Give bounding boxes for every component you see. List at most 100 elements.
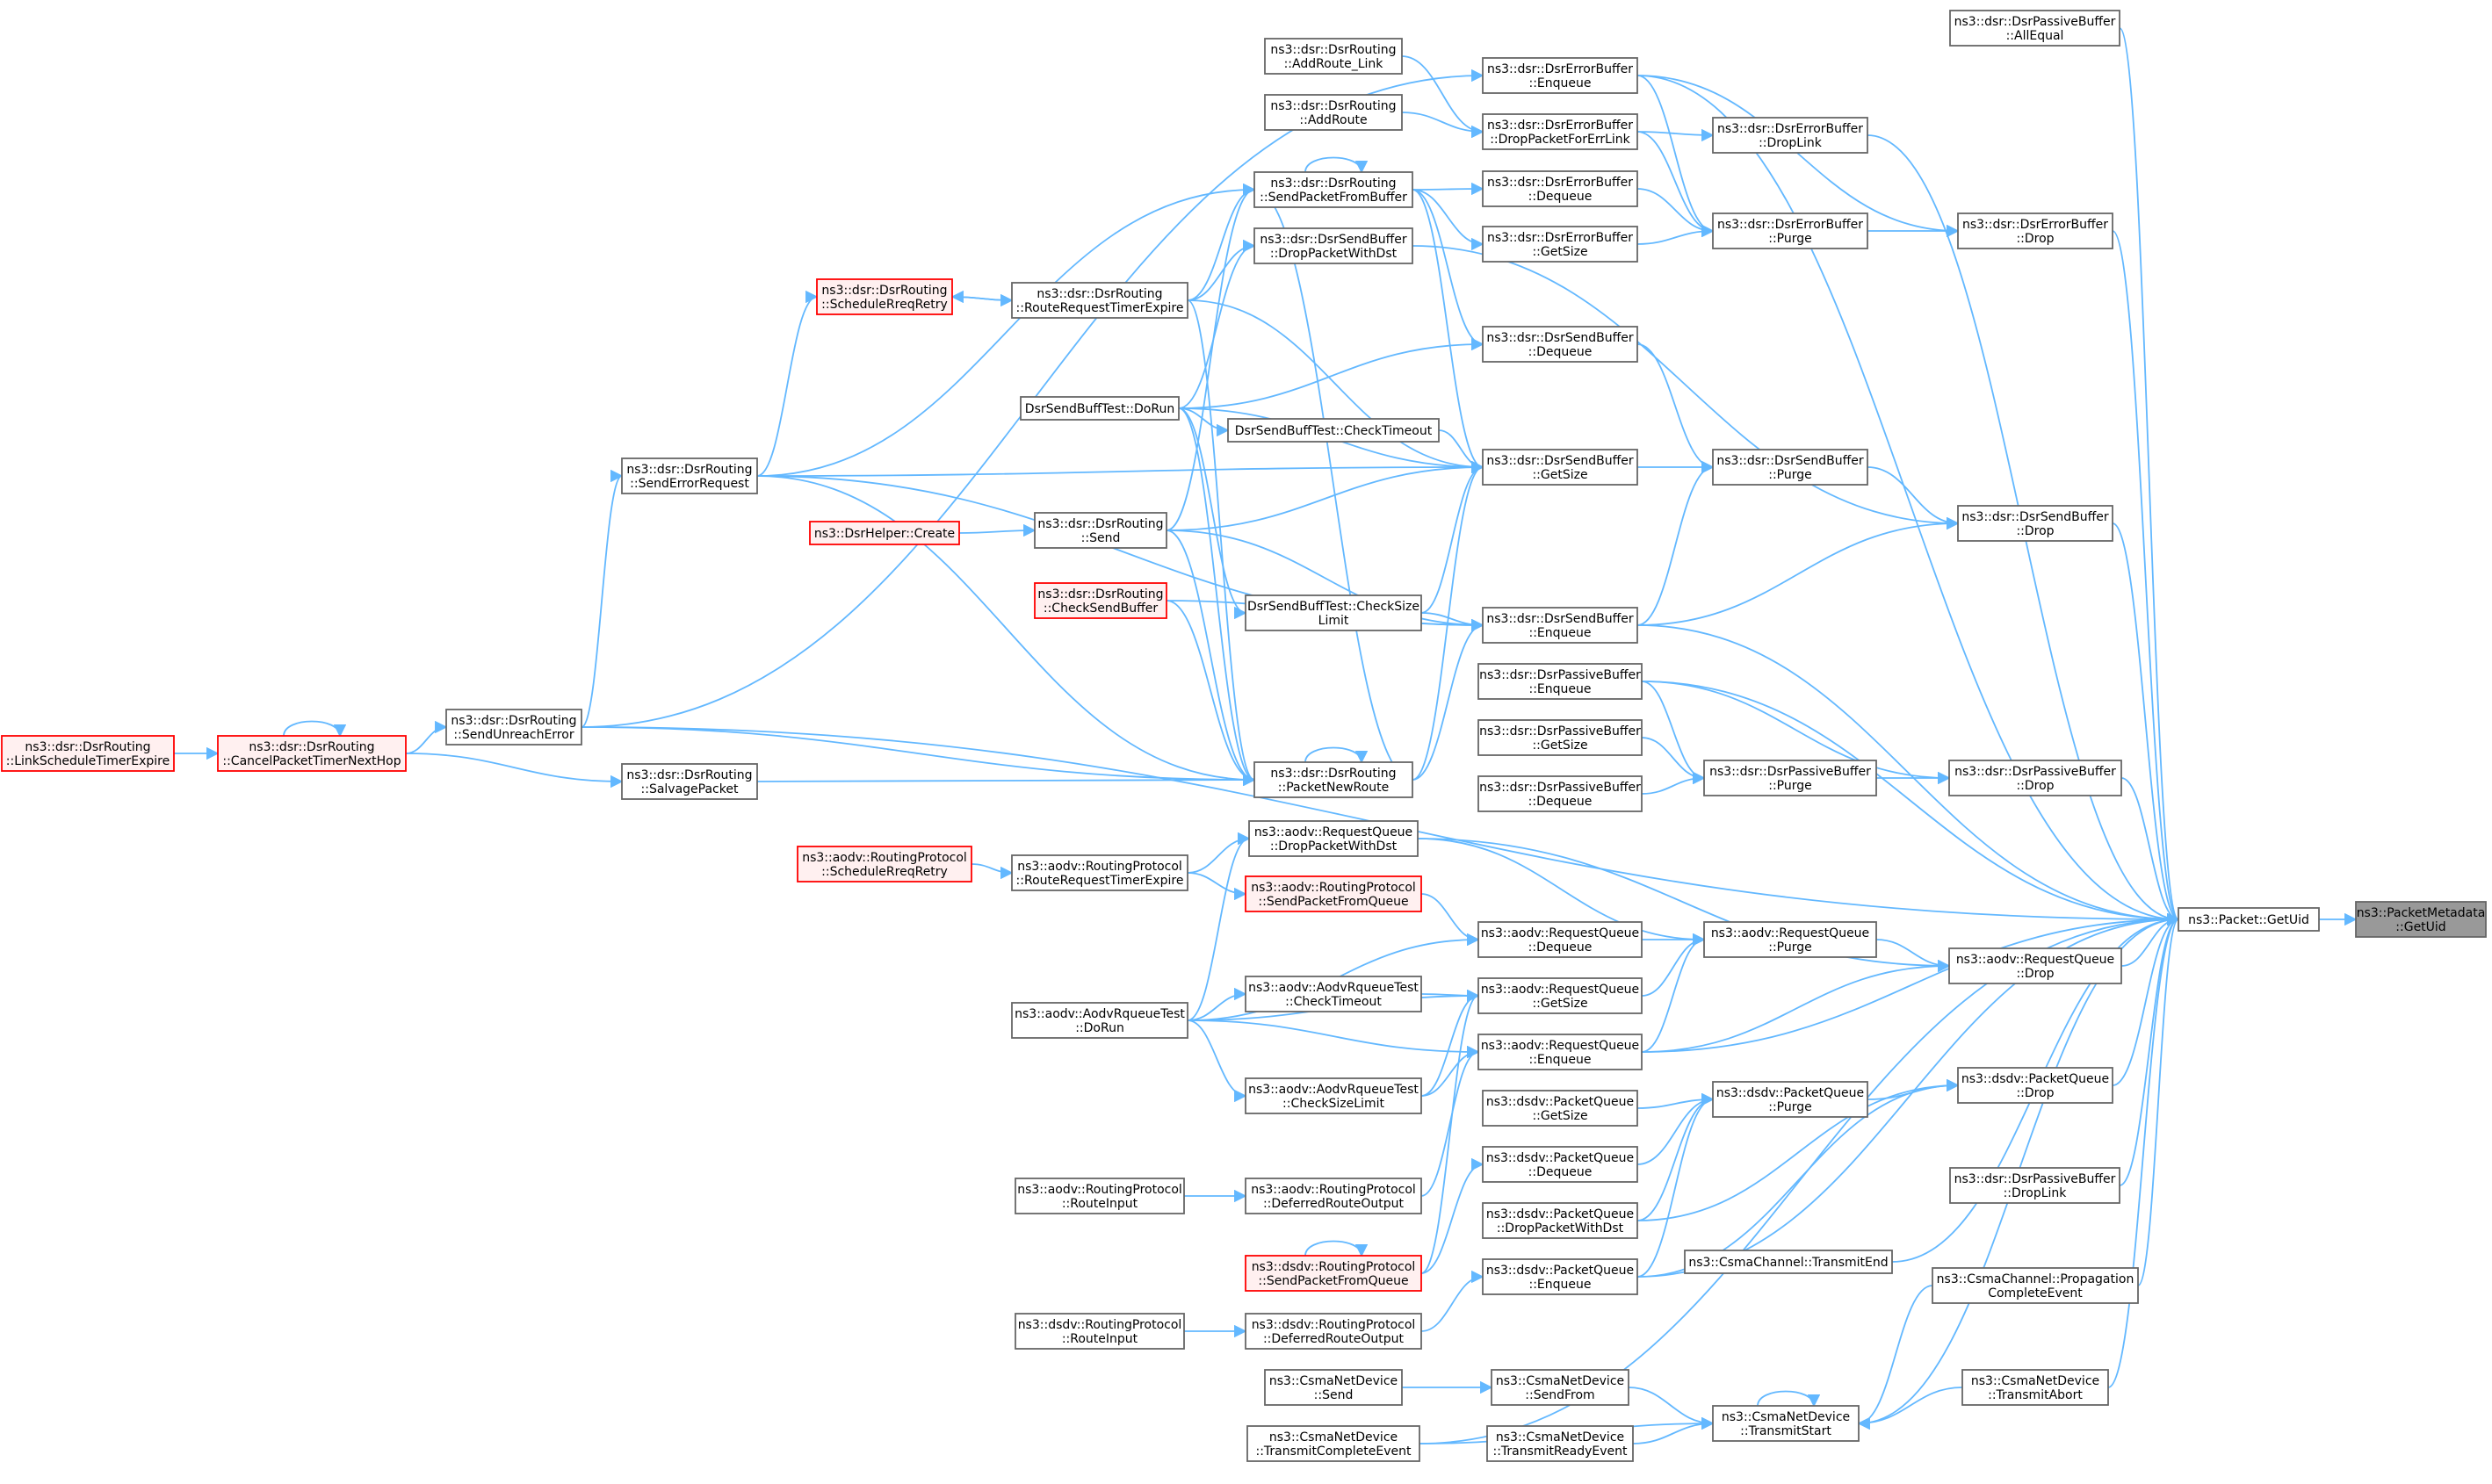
node-sbt-checktimeout[interactable]: DsrSendBuffTest::CheckTimeout: [1227, 418, 1440, 443]
node-label-line: ::Enqueue: [1528, 682, 1591, 696]
node-cnd-tabort[interactable]: ns3::CsmaNetDevice::TransmitAbort: [1961, 1369, 2109, 1406]
node-pb-purge[interactable]: ns3::dsr::DsrPassiveBuffer::Purge: [1703, 760, 1877, 796]
node-box: [1477, 921, 1643, 958]
node-cnd-send[interactable]: ns3::CsmaNetDevice::Send: [1264, 1369, 1403, 1406]
node-label-line: ns3::dsr::DsrRouting: [249, 740, 374, 754]
node-pq-dequeue[interactable]: ns3::dsdv::PacketQueue::Dequeue: [1482, 1146, 1638, 1183]
node-eb-droplink[interactable]: ns3::dsr::DsrErrorBuffer::DropLink: [1712, 117, 1868, 154]
node-dr-lste[interactable]: ns3::dsr::DsrRouting::LinkScheduleTimerE…: [1, 735, 175, 772]
call-edge: [581, 726, 1256, 787]
node-dr-pnr[interactable]: ns3::dsr::DsrRouting::PacketNewRoute: [1253, 761, 1413, 798]
call-edge: [1757, 1390, 1821, 1408]
node-box: [1712, 117, 1868, 154]
node-pq-dpwd[interactable]: ns3::dsdv::PacketQueue::DropPacketWithDs…: [1482, 1202, 1638, 1239]
node-arp-srr[interactable]: ns3::aodv::RoutingProtocol::ScheduleRreq…: [797, 846, 972, 882]
node-cc-prop[interactable]: ns3::CsmaChannel::PropagationCompleteEve…: [1932, 1267, 2139, 1304]
call-edge: [1628, 1387, 1715, 1430]
node-sb-dpwd[interactable]: ns3::dsr::DsrSendBuffer::DropPacketWithD…: [1253, 227, 1413, 264]
node-dr-ser[interactable]: ns3::dsr::DsrRouting::SendErrorRequest: [621, 457, 758, 494]
call-edge: [1641, 912, 2180, 1053]
node-dr-addroute[interactable]: ns3::dsr::DsrRouting::AddRoute: [1264, 94, 1403, 131]
node-pb-enqueue[interactable]: ns3::dsr::DsrPassiveBuffer::Enqueue: [1477, 663, 1643, 700]
node-dr-spfb[interactable]: ns3::dsr::DsrRouting::SendPacketFromBuff…: [1253, 171, 1413, 208]
node-pb-drop[interactable]: ns3::dsr::DsrPassiveBuffer::Drop: [1948, 760, 2122, 796]
node-dr-send[interactable]: ns3::dsr::DsrRouting::Send: [1034, 512, 1167, 549]
node-art-checktimeout[interactable]: ns3::aodv::AodvRqueueTest::CheckTimeout: [1245, 976, 1422, 1012]
node-pq-enqueue[interactable]: ns3::dsdv::PacketQueue::Enqueue: [1482, 1258, 1638, 1295]
call-edge: [581, 469, 624, 728]
node-sb-drop[interactable]: ns3::dsr::DsrSendBuffer::Drop: [1957, 505, 2113, 542]
node-pb-dequeue[interactable]: ns3::dsr::DsrPassiveBuffer::Dequeue: [1477, 775, 1643, 812]
node-cnd-tstart[interactable]: ns3::CsmaNetDevice::TransmitStart: [1712, 1405, 1860, 1442]
node-cnd-tready[interactable]: ns3::CsmaNetDevice::TransmitReadyEvent: [1486, 1425, 1634, 1462]
call-edge: [1412, 189, 1484, 351]
node-dr-sue[interactable]: ns3::dsr::DsrRouting::SendUnreachError: [445, 709, 582, 746]
node-pb-droplink[interactable]: ns3::dsr::DsrPassiveBuffer::DropLink: [1949, 1167, 2120, 1204]
node-box: [621, 457, 758, 494]
node-label-line: Limit: [1318, 614, 1349, 628]
node-dr-addroutelink[interactable]: ns3::dsr::DsrRouting::AddRoute_Link: [1264, 38, 1403, 75]
node-sb-purge[interactable]: ns3::dsr::DsrSendBuffer::Purge: [1712, 449, 1868, 486]
node-cnd-tcomplete[interactable]: ns3::CsmaNetDevice::TransmitCompleteEven…: [1246, 1425, 1420, 1462]
node-sb-getsize[interactable]: ns3::dsr::DsrSendBuffer::GetSize: [1482, 449, 1638, 486]
node-arp-rrte[interactable]: ns3::aodv::RoutingProtocol::RouteRequest…: [1011, 854, 1188, 891]
node-dh-create[interactable]: ns3::DsrHelper::Create: [809, 521, 960, 545]
node-rq-purge[interactable]: ns3::aodv::RequestQueue::Purge: [1703, 921, 1877, 958]
node-box: [1477, 775, 1643, 812]
node-rq-dequeue[interactable]: ns3::aodv::RequestQueue::Dequeue: [1477, 921, 1643, 958]
node-label-line: ns3::dsdv::PacketQueue: [1486, 1151, 1634, 1165]
node-label-line: ns3::dsr::DsrPassiveBuffer: [1954, 1172, 2116, 1186]
node-pb-getsize[interactable]: ns3::dsr::DsrPassiveBuffer::GetSize: [1477, 719, 1643, 756]
node-dr-sp[interactable]: ns3::dsr::DsrRouting::SalvagePacket: [621, 763, 758, 800]
node-sbt-dorun[interactable]: DsrSendBuffTest::DoRun: [1020, 396, 1180, 421]
node-rq-dpwd[interactable]: ns3::aodv::RequestQueue::DropPacketWithD…: [1248, 820, 1419, 857]
node-pm-getuid[interactable]: ns3::PacketMetadata::GetUid: [2355, 901, 2487, 938]
node-label-line: ns3::dsr::DsrPassiveBuffer: [1709, 765, 1871, 779]
node-cnd-sendfrom[interactable]: ns3::CsmaNetDevice::SendFrom: [1491, 1369, 1629, 1406]
node-label-line: ns3::aodv::AodvRqueueTest: [1248, 1083, 1419, 1097]
node-drp-dro[interactable]: ns3::dsdv::RoutingProtocol::DeferredRout…: [1245, 1313, 1422, 1350]
call-edge: [1412, 618, 1484, 781]
call-edge: [1636, 128, 1715, 142]
node-dr-rrte[interactable]: ns3::dsr::DsrRouting::RouteRequestTimerE…: [1011, 282, 1188, 319]
call-edge: [1867, 466, 1960, 530]
node-dr-srr[interactable]: ns3::dsr::DsrRouting::ScheduleRreqRetry: [816, 278, 953, 315]
node-box: [1245, 875, 1422, 912]
node-arp-spfq[interactable]: ns3::aodv::RoutingProtocol::SendPacketFr…: [1245, 875, 1422, 912]
node-sbt-checksize[interactable]: DsrSendBuffTest::CheckSizeLimit: [1245, 594, 1422, 631]
node-cc-tend[interactable]: ns3::CsmaChannel::TransmitEnd: [1684, 1250, 1893, 1274]
call-edge: [1857, 1387, 1963, 1430]
node-pb-allequal[interactable]: ns3::dsr::DsrPassiveBuffer::AllEqual: [1949, 10, 2120, 47]
node-pq-getsize[interactable]: ns3::dsdv::PacketQueue::GetSize: [1482, 1090, 1638, 1127]
node-pq-purge[interactable]: ns3::dsdv::PacketQueue::Purge: [1712, 1081, 1868, 1118]
call-edge: [2119, 27, 2180, 926]
node-eb-purge[interactable]: ns3::dsr::DsrErrorBuffer::Purge: [1712, 213, 1868, 249]
node-art-dorun[interactable]: ns3::aodv::AodvRqueueTest::DoRun: [1011, 1002, 1188, 1039]
call-edge: [1187, 872, 1247, 901]
node-sb-dequeue[interactable]: ns3::dsr::DsrSendBuffer::Dequeue: [1482, 326, 1638, 363]
node-label-line: ns3::dsr::DsrSendBuffer: [1260, 233, 1406, 247]
node-label-line: ns3::aodv::RequestQueue: [1481, 983, 1639, 997]
node-label-line: ns3::dsr::DsrRouting: [626, 768, 752, 782]
call-edge: [1641, 933, 1706, 1053]
node-pk-getuid[interactable]: ns3::Packet::GetUid: [2178, 907, 2320, 932]
node-arp-dro[interactable]: ns3::aodv::RoutingProtocol::DeferredRout…: [1245, 1178, 1422, 1214]
node-eb-enqueue[interactable]: ns3::dsr::DsrErrorBuffer::Enqueue: [1482, 57, 1638, 94]
node-drp-spfq[interactable]: ns3::dsdv::RoutingProtocol::SendPacketFr…: [1245, 1255, 1422, 1292]
node-eb-drop[interactable]: ns3::dsr::DsrErrorBuffer::Drop: [1957, 213, 2113, 249]
node-dr-csb[interactable]: ns3::dsr::DsrRouting::CheckSendBuffer: [1034, 582, 1167, 619]
node-drp-routeinput[interactable]: ns3::dsdv::RoutingProtocol::RouteInput: [1015, 1313, 1185, 1350]
node-label-line: ns3::dsr::DsrErrorBuffer: [1487, 119, 1633, 133]
node-pq-drop[interactable]: ns3::dsdv::PacketQueue::Drop: [1957, 1067, 2113, 1104]
node-box: [1248, 820, 1419, 857]
node-sb-enqueue[interactable]: ns3::dsr::DsrSendBuffer::Enqueue: [1482, 607, 1638, 644]
node-rq-drop[interactable]: ns3::aodv::RequestQueue::Drop: [1948, 947, 2122, 984]
node-eb-dpfel[interactable]: ns3::dsr::DsrErrorBuffer::DropPacketForE…: [1482, 113, 1638, 150]
node-rq-getsize[interactable]: ns3::aodv::RequestQueue::GetSize: [1477, 977, 1643, 1014]
node-art-checksize[interactable]: ns3::aodv::AodvRqueueTest::CheckSizeLimi…: [1245, 1077, 1422, 1114]
node-dr-cptnh[interactable]: ns3::dsr::DsrRouting::CancelPacketTimerN…: [217, 735, 407, 772]
node-eb-getsize[interactable]: ns3::dsr::DsrErrorBuffer::GetSize: [1482, 226, 1638, 263]
node-eb-dequeue[interactable]: ns3::dsr::DsrErrorBuffer::Dequeue: [1482, 170, 1638, 207]
node-arp-routeinput[interactable]: ns3::aodv::RoutingProtocol::RouteInput: [1015, 1178, 1185, 1214]
node-rq-enqueue[interactable]: ns3::aodv::RequestQueue::Enqueue: [1477, 1034, 1643, 1070]
